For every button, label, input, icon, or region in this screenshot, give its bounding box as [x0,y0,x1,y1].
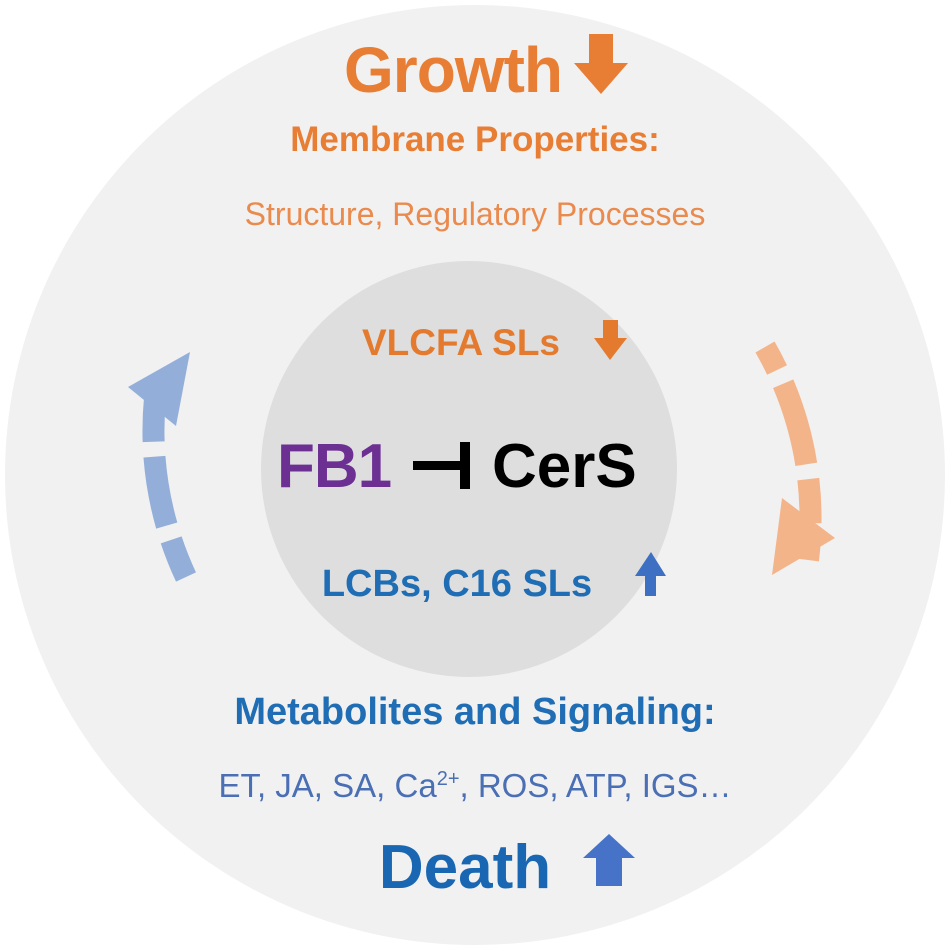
growth-label: Growth [0,30,950,110]
signal-molecules-list: ET, JA, SA, Ca2+, ROS, ATP, IGS… [0,763,950,809]
vlcfa-down-arrow-icon [594,320,627,360]
growth-down-arrow-icon [574,34,628,94]
lcbs-label: LCBs, C16 SLs [0,560,950,608]
metabolites-signaling-heading: Metabolites and Signaling: [234,691,716,733]
lcbs-text: LCBs, C16 SLs [321,563,593,605]
death-label: Death [0,828,950,908]
calcium-charge-superscript: 2+ [436,768,460,790]
vlcfa-text: VLCFA SLs [361,322,561,363]
inhibition-bar-icon [413,442,470,489]
growth-text: Growth [344,34,563,106]
lcbs-up-arrow-icon [635,552,666,596]
signals-part-2: , ROS, ATP, IGS… [459,767,732,804]
membrane-properties-heading: Membrane Properties: [290,120,660,159]
blue-cycle-arrow-icon [128,352,196,582]
fb1-inhibitor-label: FB1 [277,432,392,501]
orange-cycle-arrow-icon [755,341,835,575]
death-text: Death [378,833,552,902]
cers-target-label: CerS [492,432,637,501]
signals-part-1: ET, JA, SA, Ca [218,767,437,804]
membrane-properties-detail: Structure, Regulatory Processes [244,196,706,232]
vlcfa-label: VLCFA SLs [0,320,950,366]
death-up-arrow-icon [583,834,635,886]
